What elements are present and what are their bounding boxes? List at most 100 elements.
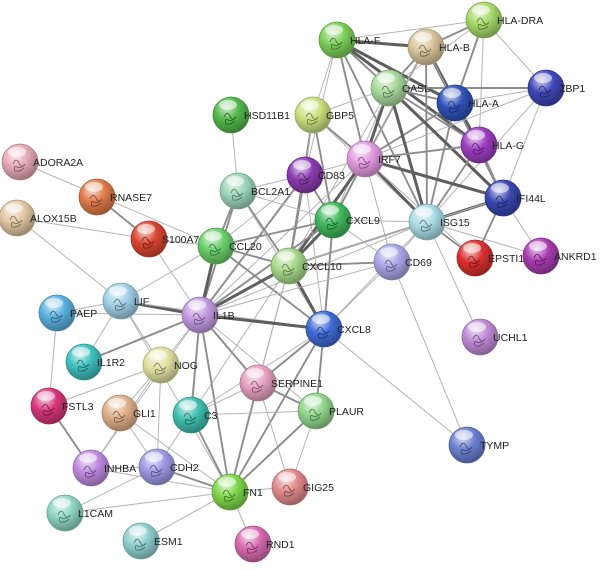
node-epsti1[interactable]: EPSTI1 [456, 239, 524, 277]
node-ankrd1[interactable]: ANKRD1 [522, 237, 597, 275]
node-hla-b[interactable]: HLA-B [407, 28, 470, 66]
node-gli1[interactable]: GLI1 [101, 394, 156, 432]
node-nog[interactable]: NOG [142, 346, 198, 384]
edge-isg15-uchl1 [426, 221, 481, 338]
protein-structure-icon [149, 464, 163, 477]
node-label: HSD11B1 [244, 110, 290, 122]
edge-il1b-inhba [90, 314, 201, 469]
node-hla-dra[interactable]: HLA-DRA [465, 1, 543, 39]
node-hla-f[interactable]: HLA-F [318, 21, 380, 59]
edge-cd83-ccl20 [215, 174, 306, 247]
edge-cd83-il1b [199, 174, 306, 316]
node-label: ANKRD1 [554, 251, 597, 263]
node-c3[interactable]: C3 [172, 396, 218, 434]
protein-structure-icon [495, 195, 509, 208]
protein-structure-icon [113, 298, 127, 311]
node-s100a7[interactable]: S100A7 [130, 220, 200, 258]
node-label: RND1 [266, 539, 295, 551]
edge-isg15-il1b [199, 221, 428, 316]
node-adora2a[interactable]: ADORA2A [1, 143, 83, 181]
edge-il1b-cxcl8 [198, 313, 326, 331]
node-label: CD83 [318, 170, 345, 182]
node-cd69[interactable]: CD69 [373, 243, 432, 281]
node-zbp1[interactable]: ZBP1 [527, 69, 585, 107]
protein-structure-icon [250, 380, 264, 393]
node-label: HLA-G [492, 140, 524, 152]
node-fn1[interactable]: FN1 [211, 473, 263, 511]
node-gbp5[interactable]: GBP5 [294, 96, 354, 134]
protein-structure-icon [89, 194, 103, 207]
node-inhba[interactable]: INHBA [72, 449, 136, 487]
sphere-highlight [149, 350, 167, 360]
sphere-highlight [472, 5, 490, 15]
sphere-highlight [301, 100, 319, 110]
edge-alox15b-lif [16, 217, 122, 302]
sphere-highlight [226, 176, 244, 186]
edge-lif-fn1 [120, 300, 231, 493]
node-bcl2a1[interactable]: BCL2A1 [219, 172, 290, 210]
sphere-highlight [45, 298, 63, 308]
node-label: INHBA [104, 463, 136, 475]
node-alox15b[interactable]: ALOX15B [0, 199, 77, 237]
node-label: ISG15 [440, 217, 470, 229]
node-serpine1[interactable]: SERPINE1 [239, 364, 323, 402]
node-plaur[interactable]: PLAUR [297, 392, 364, 430]
node-il1b[interactable]: IL1B [181, 296, 235, 334]
node-paep[interactable]: PAEP [38, 294, 97, 332]
node-ifi44l[interactable]: IFI44L [484, 179, 546, 217]
edge-cxcl8-tymp [323, 328, 468, 446]
node-tymp[interactable]: TYMP [448, 426, 509, 464]
edge-cxcl9-ccl20 [215, 219, 334, 247]
node-irf7[interactable]: IRF7 [346, 140, 401, 178]
node-hla-a[interactable]: HLA-A [436, 84, 499, 122]
node-gig25[interactable]: GIG25 [271, 468, 334, 506]
node-cd83[interactable]: CD83 [286, 156, 345, 194]
node-cxcl10[interactable]: CXCL10 [270, 247, 342, 285]
node-hsd11b1[interactable]: HSD11B1 [212, 96, 290, 134]
sphere-highlight [468, 322, 486, 332]
sphere-highlight [79, 453, 97, 463]
node-label: FSTL3 [62, 401, 94, 413]
sphere-highlight [145, 452, 163, 462]
edge-c3-plaur [190, 410, 317, 416]
node-rnd1[interactable]: RND1 [234, 525, 295, 563]
protein-structure-icon [325, 217, 339, 230]
sphere-highlight [246, 368, 264, 378]
node-label: HLA-B [439, 42, 470, 54]
sphere-highlight [321, 205, 339, 215]
node-l1cam[interactable]: L1CAM [46, 494, 113, 532]
sphere-highlight [204, 231, 222, 241]
node-label: PAEP [70, 308, 97, 320]
edge-gli1-fn1 [119, 412, 231, 493]
protein-structure-icon [133, 538, 147, 551]
protein-structure-icon [153, 362, 167, 375]
node-oasl[interactable]: OASL [370, 69, 430, 107]
node-cxcl9[interactable]: CXCL9 [314, 201, 380, 239]
sphere-highlight [188, 300, 206, 310]
protein-structure-icon [472, 334, 486, 347]
node-hla-g[interactable]: HLA-G [460, 126, 524, 164]
node-label: GBP5 [326, 110, 354, 122]
node-il1r2[interactable]: IL1R2 [65, 343, 125, 381]
node-esm1[interactable]: ESM1 [122, 522, 183, 560]
node-isg15[interactable]: ISG15 [408, 203, 470, 241]
protein-structure-icon [533, 253, 547, 266]
protein-structure-icon [447, 100, 461, 113]
node-fstl3[interactable]: FSTL3 [30, 387, 94, 425]
protein-structure-icon [112, 410, 126, 423]
sphere-highlight [129, 526, 147, 536]
node-cxcl8[interactable]: CXCL8 [305, 310, 371, 348]
protein-structure-icon [384, 259, 398, 272]
edge-cxcl8-fn1 [229, 328, 325, 493]
node-label: LIF [134, 296, 149, 308]
node-lif[interactable]: LIF [102, 282, 149, 320]
node-cdh2[interactable]: CDH2 [138, 448, 199, 486]
node-label: S100A7 [162, 234, 200, 246]
sphere-highlight [219, 100, 237, 110]
node-rnase7[interactable]: RNASE7 [78, 178, 152, 216]
node-uchl1[interactable]: UCHL1 [461, 318, 528, 356]
node-ccl20[interactable]: CCL20 [197, 227, 262, 265]
edge-cd83-cxcl8 [304, 174, 325, 330]
